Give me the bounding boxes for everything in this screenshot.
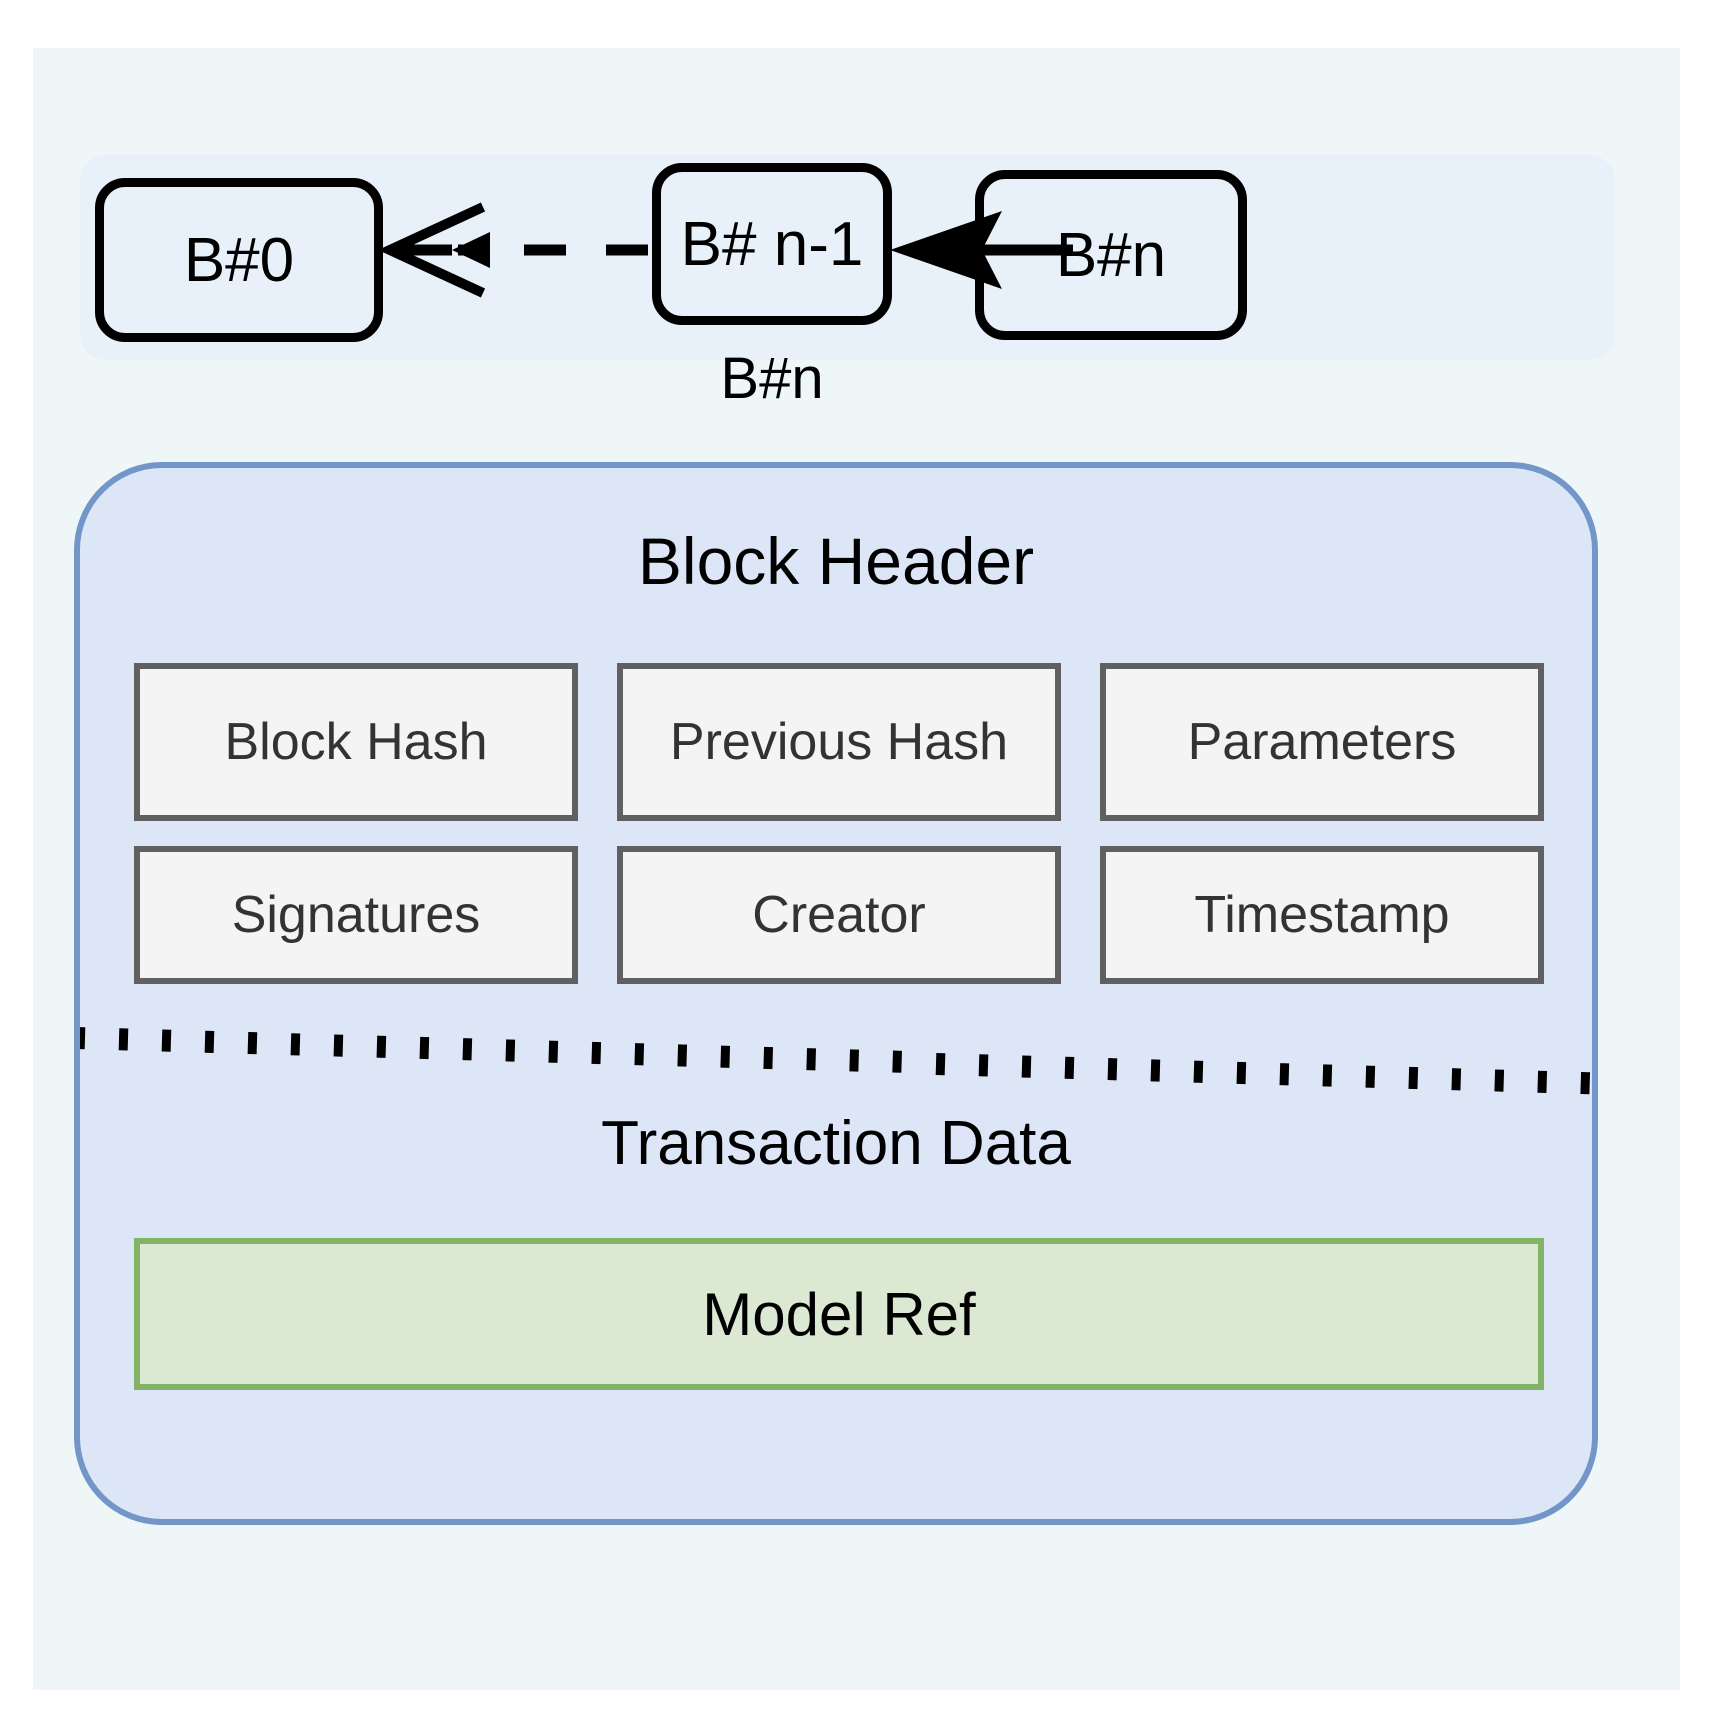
header-field-label: Creator [752,885,926,944]
header-field-label: Timestamp [1194,885,1450,944]
transaction-item-model-ref[interactable]: Model Ref [134,1238,1544,1390]
transaction-data-title: Transaction Data [601,1109,1071,1178]
chain-block-n[interactable]: B#n [975,170,1247,340]
chain-block-n-minus-1[interactable]: B# n-1 [652,163,892,325]
chain-block-label: B#n [1055,220,1167,290]
header-field-block-hash[interactable]: Block Hash [134,663,578,821]
header-field-timestamp[interactable]: Timestamp [1100,846,1544,984]
header-field-row-2: Signatures Creator Timestamp [134,846,1544,984]
header-field-creator[interactable]: Creator [617,846,1061,984]
header-field-label: Signatures [231,885,481,944]
header-field-label: Previous Hash [669,712,1009,771]
header-field-label: Block Hash [224,712,488,771]
chain-block-genesis[interactable]: B#0 [95,178,383,342]
header-field-parameters[interactable]: Parameters [1100,663,1544,821]
header-field-signatures[interactable]: Signatures [134,846,578,984]
block-header-title: Block Header [637,524,1035,598]
expanded-block-label: B#n [720,346,824,411]
header-field-previous-hash[interactable]: Previous Hash [617,663,1061,821]
transaction-item-label: Model Ref [702,1280,976,1348]
header-field-label: Parameters [1187,712,1457,771]
header-field-row-1: Block Hash Previous Hash Parameters [134,663,1544,821]
chain-block-label: B#0 [183,225,295,295]
chain-block-label: B# n-1 [680,209,864,279]
block-detail-panel: Block Header Block Hash Previous Hash Pa… [74,462,1604,1525]
